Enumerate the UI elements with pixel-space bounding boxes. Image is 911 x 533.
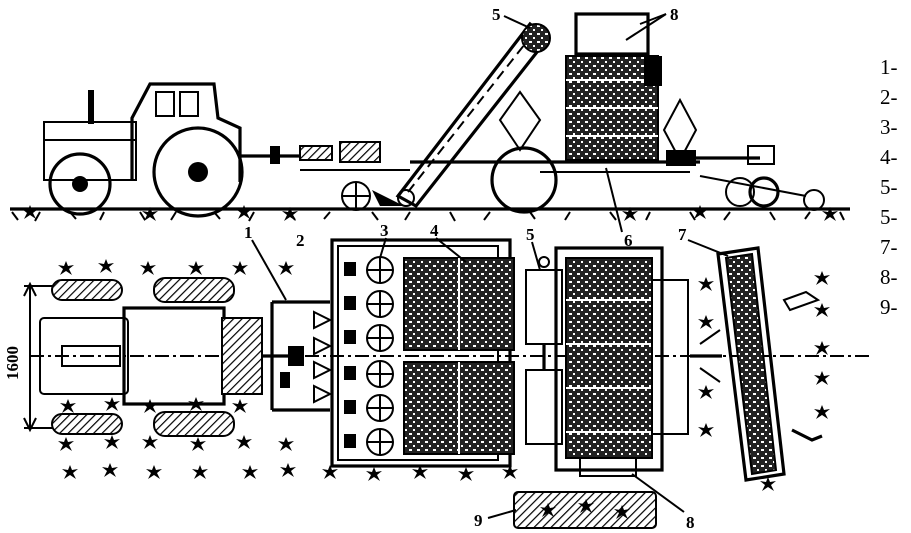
callout-7: 7 [678, 225, 687, 244]
legend-item: 3- [880, 115, 898, 139]
tractor-hood [43, 121, 137, 181]
legend-item: 2- [880, 85, 898, 109]
legend-item: 8- [880, 265, 898, 289]
plan-callouts: 1 2 3 4 5 6 7 8 9 [244, 167, 729, 532]
hitch-and-digger-side [240, 141, 410, 211]
picking-table-plan [554, 246, 689, 477]
side-elevator-plan [690, 246, 823, 482]
legend-item: 1- [880, 55, 898, 79]
callout-side-8: 8 [670, 5, 679, 24]
tractor-exhaust [88, 90, 94, 124]
callout-5: 5 [526, 225, 535, 244]
callout-9: 9 [474, 511, 483, 530]
legend-item: 7- [880, 235, 898, 259]
callout-4: 4 [430, 221, 439, 240]
legend-item: 9- [880, 295, 898, 319]
bin-side [498, 12, 698, 163]
carrier-wheel [490, 146, 558, 214]
cross-conveyors-plan [525, 256, 563, 445]
callout-3: 3 [380, 221, 389, 240]
legend-item: 5- [880, 205, 898, 229]
rotary-discs-plan [330, 238, 512, 468]
ground-soil [11, 211, 845, 222]
callout-8: 8 [686, 513, 695, 532]
callout-6: 6 [624, 231, 633, 250]
separating-grates-plan [403, 257, 515, 455]
chassis-side [410, 145, 825, 214]
tractor-plan [39, 277, 300, 437]
callout-2: 2 [296, 231, 305, 250]
plan-view: 1600 [3, 167, 870, 532]
tractor-front-wheel [48, 152, 112, 216]
legend-item: 5- [880, 175, 898, 199]
tractor-cab [130, 82, 242, 182]
side-elevation: 5 8 [10, 5, 850, 222]
callout-side-5: 5 [492, 5, 501, 24]
dimension-label: 1600 [3, 346, 22, 380]
legend: 1- 2- 3- 4- 5- 5- 7- 8- 9- [880, 52, 911, 322]
callout-1: 1 [244, 223, 253, 242]
digger-frame-plan [270, 300, 333, 412]
tractor-side [43, 82, 244, 218]
elevator-conveyor-side [395, 21, 551, 209]
legend-item: 4- [880, 145, 898, 169]
tuber-pile-plan [513, 491, 657, 529]
